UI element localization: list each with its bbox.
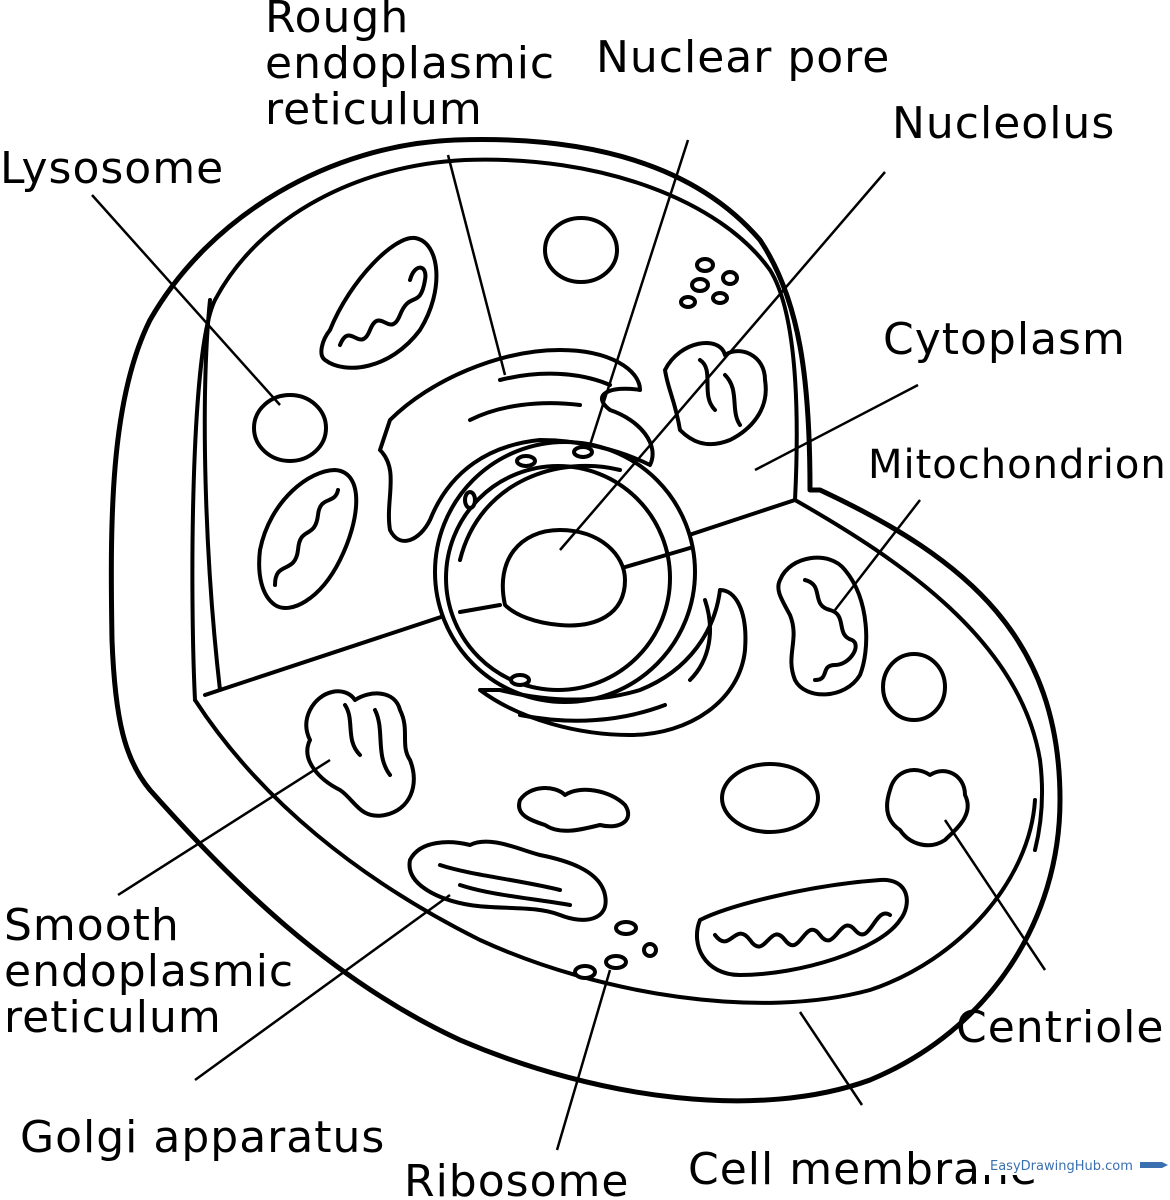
label-nucleolus: Nucleolus (892, 98, 1115, 149)
mitochondrion-2 (257, 468, 359, 610)
mitochondrion-4 (694, 877, 909, 977)
vesicle-3 (720, 762, 820, 834)
label-smooth-er-line2: endoplasmic (4, 946, 294, 997)
golgi-apparatus (407, 839, 608, 922)
label-golgi-apparatus: Golgi apparatus (20, 1112, 385, 1163)
centriole (885, 768, 970, 848)
vesicle (543, 216, 619, 284)
mitochondrion-3 (776, 555, 869, 697)
label-mitochondrion: Mitochondrion (868, 442, 1167, 488)
label-cell-membrane: Cell membrane (688, 1144, 1038, 1195)
cell-membrane (108, 137, 1063, 1104)
label-smooth-er-line3: reticulum (4, 992, 222, 1043)
nuclear-pore (572, 445, 594, 459)
watermark-background (985, 1155, 1170, 1175)
label-rough-er-line2: endoplasmic (265, 38, 555, 89)
mitochondrion (319, 235, 439, 370)
label-rough-er-line1: Rough (265, 0, 409, 43)
golgi-stack-upper (663, 341, 768, 447)
label-rough-er-line3: reticulum (265, 84, 483, 135)
label-cytoplasm: Cytoplasm (883, 314, 1126, 365)
label-lysosome: Lysosome (0, 143, 224, 194)
nucleolus (500, 528, 627, 628)
lysosome (252, 393, 328, 463)
watermark-text: EasyDrawingHub.com (990, 1159, 1133, 1174)
ribosomes-upper (679, 257, 739, 309)
label-centriole: Centriole (956, 1002, 1164, 1053)
ribosomes (573, 920, 658, 980)
label-nuclear-pore: Nuclear pore (596, 32, 890, 83)
label-ribosome: Ribosome (404, 1156, 629, 1200)
golgi-small (517, 786, 631, 833)
nucleus (433, 440, 697, 704)
smooth-endoplasmic-reticulum (304, 689, 416, 818)
rough-endoplasmic-reticulum (378, 348, 748, 737)
vesicle-2 (881, 652, 947, 722)
label-smooth-er-line1: Smooth (4, 900, 180, 951)
leader-lines (91, 139, 1047, 1151)
pencil-icon (1140, 1162, 1168, 1168)
